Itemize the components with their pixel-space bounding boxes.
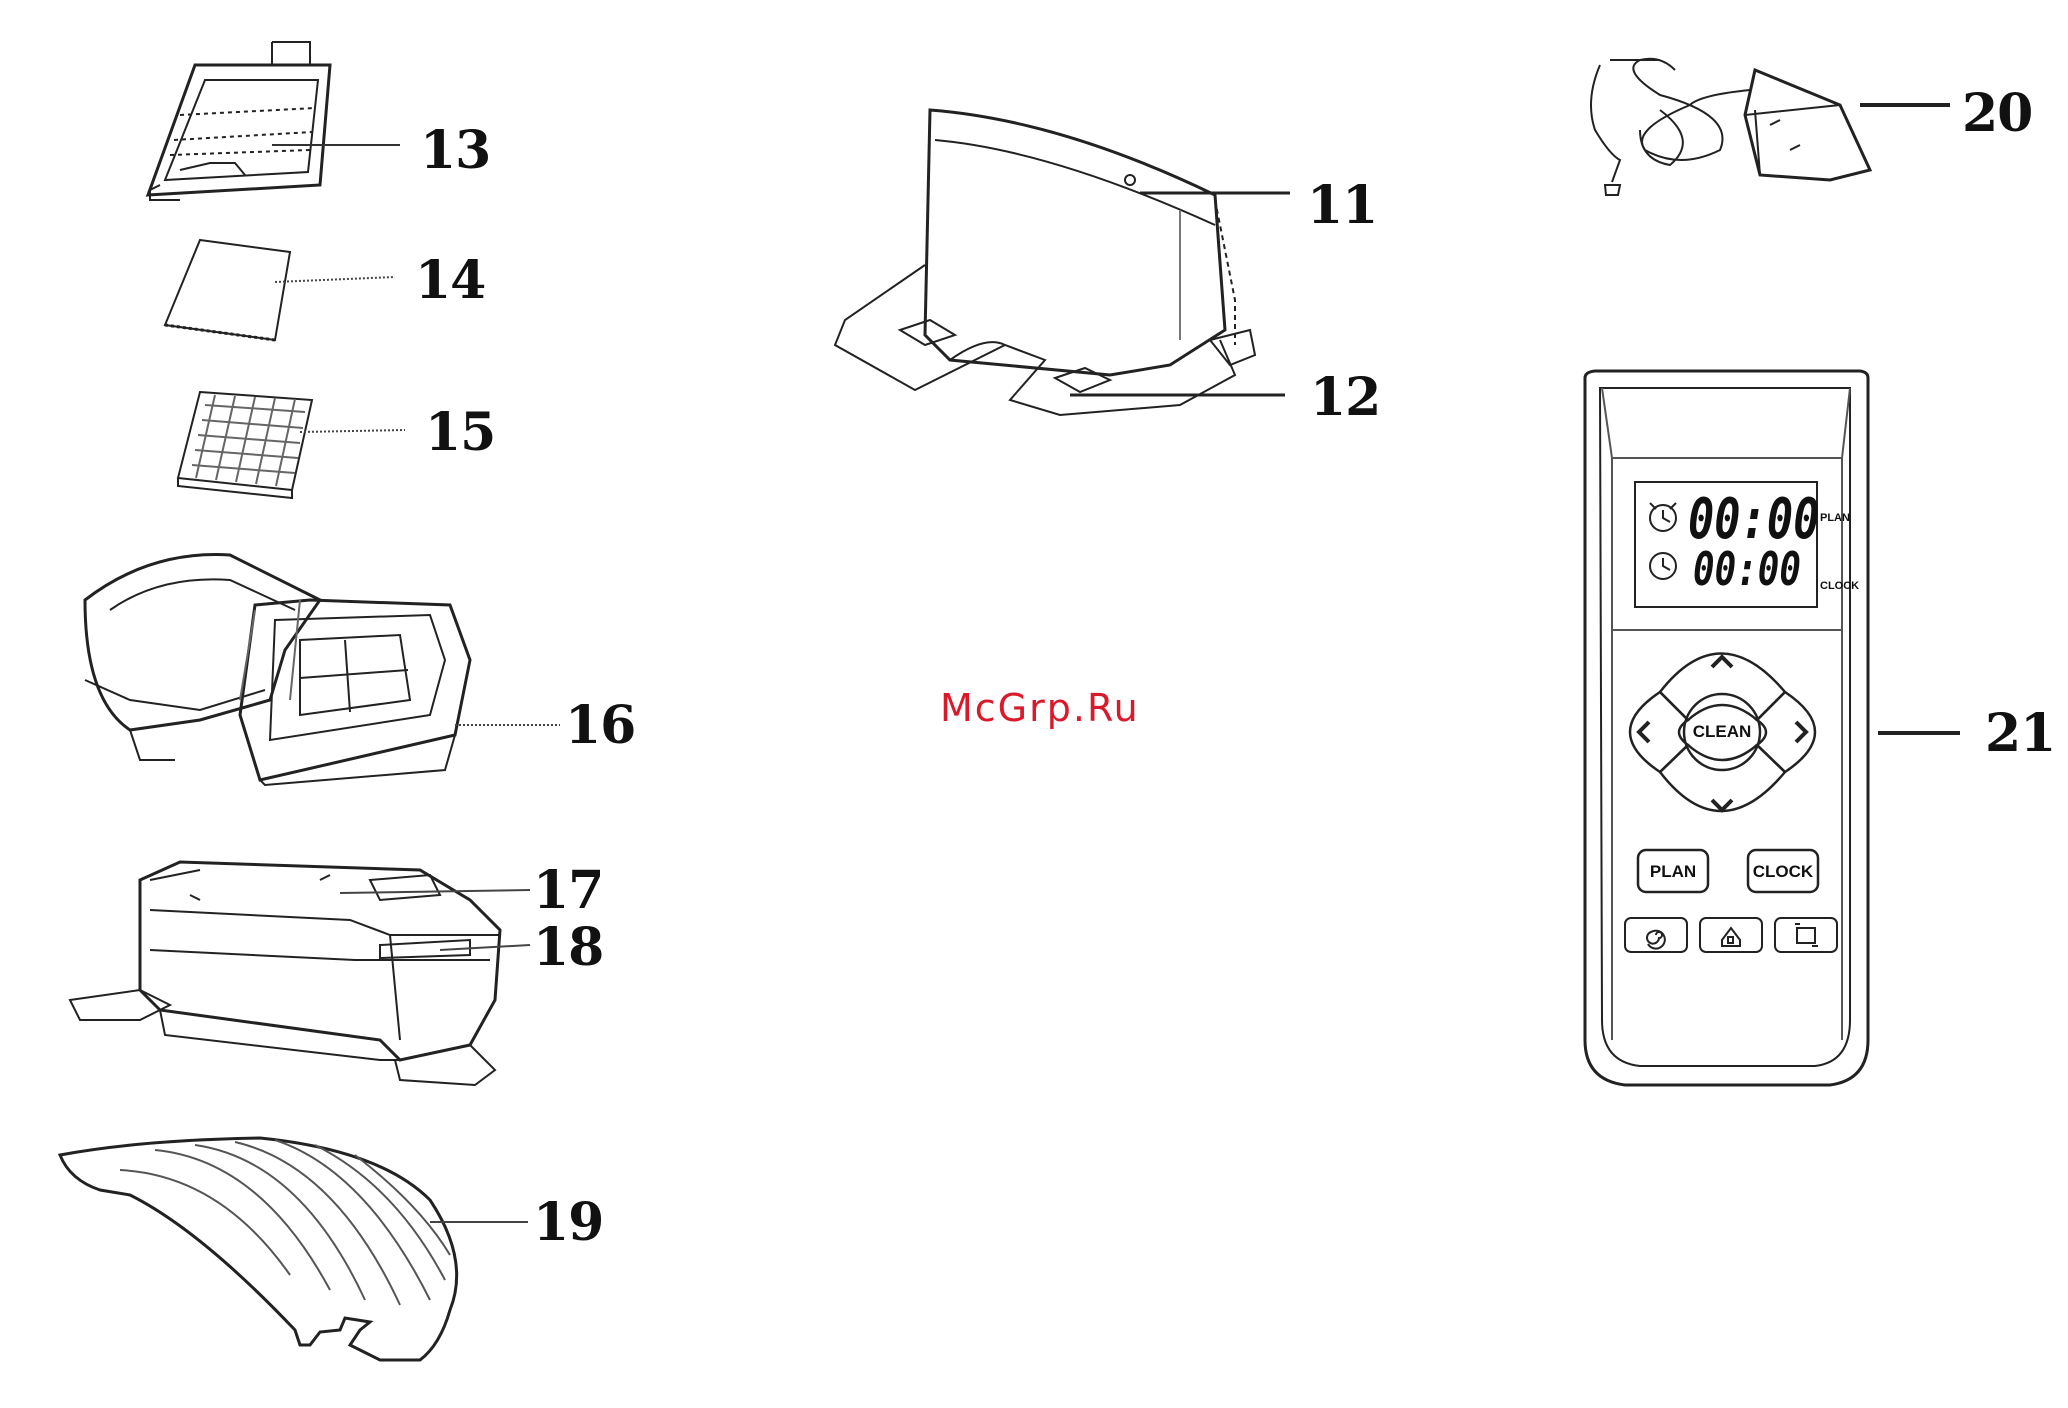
callout-13: 13 [420, 125, 490, 177]
part-20-power-adapter [1591, 59, 1870, 195]
callout-15: 15 [425, 407, 495, 459]
part-14-filter-sheet [165, 240, 290, 340]
leader-14 [275, 277, 395, 282]
spiral-icon [1647, 931, 1665, 949]
up-arrow-icon [1712, 657, 1732, 667]
home-icon [1722, 928, 1740, 946]
clock-button: CLOCK [1748, 862, 1818, 882]
left-arrow-icon [1639, 722, 1649, 742]
part-11-12-charging-dock [835, 110, 1255, 415]
callout-11: 11 [1307, 180, 1377, 232]
watermark: McGrp.Ru [940, 686, 1140, 730]
callout-20: 20 [1962, 88, 2032, 140]
clock-icon [1650, 553, 1676, 579]
lcd-plan-time: 00:00 [1688, 492, 1819, 548]
callout-12: 12 [1310, 372, 1380, 424]
edge-icon [1795, 924, 1818, 946]
part-13-filter-frame [148, 42, 330, 200]
callout-18: 18 [533, 922, 603, 974]
leader-15 [300, 430, 405, 432]
callout-21: 21 [1985, 708, 2055, 760]
plan-button: PLAN [1638, 862, 1708, 882]
part-16-dust-bin [85, 555, 470, 785]
callout-19: 19 [533, 1197, 603, 1249]
down-arrow-icon [1712, 800, 1732, 810]
callout-17: 17 [533, 865, 603, 917]
part-17-18-robot-body [70, 862, 500, 1085]
leader-17 [340, 890, 530, 893]
callout-14: 14 [415, 255, 485, 307]
part-19-mop-pad [60, 1138, 457, 1360]
right-arrow-icon [1796, 722, 1806, 742]
callout-16: 16 [565, 700, 635, 752]
clean-button: CLEAN [1682, 722, 1762, 742]
leader-18 [440, 945, 530, 950]
part-15-hepa-filter [178, 392, 312, 498]
lcd-clock-tag: CLOCK [1820, 580, 1859, 592]
alarm-clock-icon [1650, 503, 1676, 531]
lcd-plan-tag: PLAN [1820, 512, 1850, 524]
lcd-clock-time: 00:00 [1693, 546, 1801, 592]
